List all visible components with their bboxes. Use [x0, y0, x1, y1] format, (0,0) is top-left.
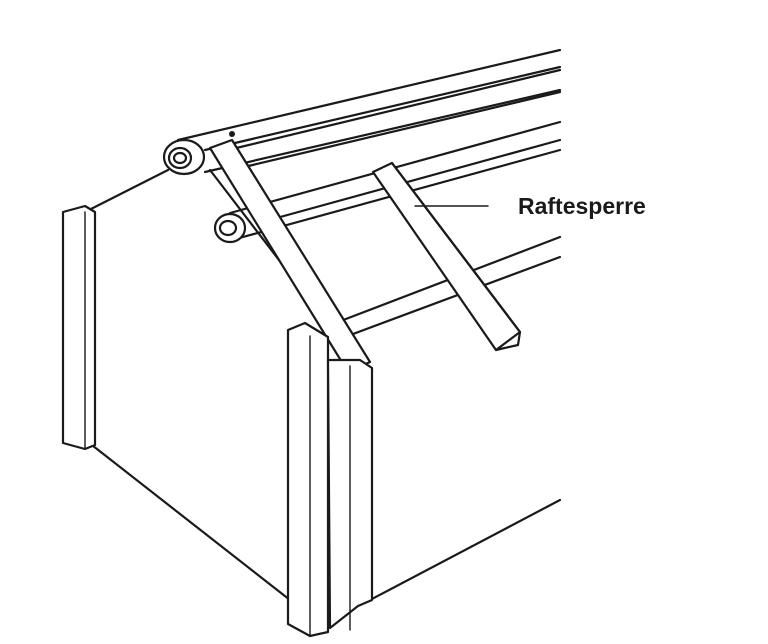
lower-log-end [213, 212, 247, 244]
raftesperre-board [371, 161, 522, 352]
upper-ridge-rails [176, 48, 562, 174]
ridge-log-end [162, 131, 235, 176]
front-posts [286, 321, 374, 638]
raftesperre-label: Raftesperre [518, 193, 646, 219]
main-rafter [208, 138, 372, 374]
left-post [61, 204, 97, 451]
front-wall [83, 168, 562, 602]
